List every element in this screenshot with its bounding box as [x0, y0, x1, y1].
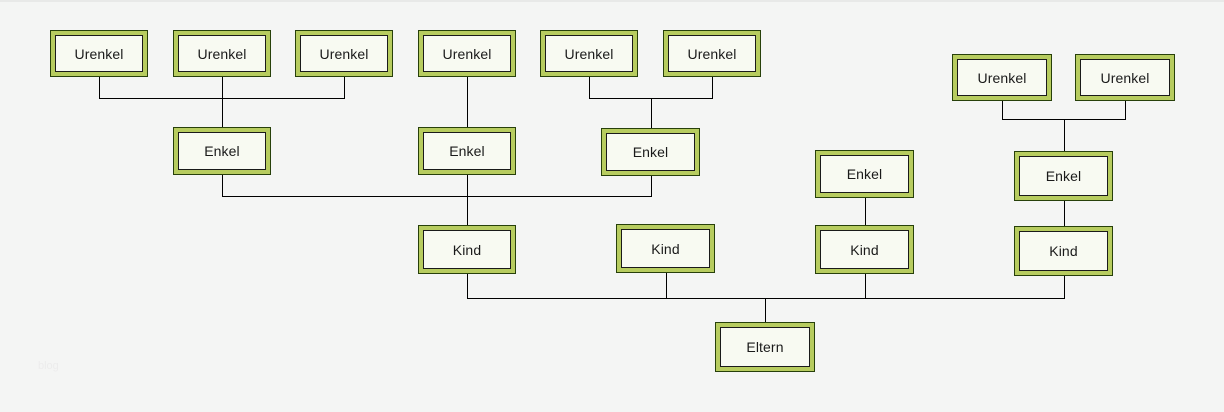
node-u2[interactable]: Urenkel: [173, 30, 271, 77]
node-label-e5: Enkel: [1045, 168, 1082, 184]
connector-enkel3-drop: [651, 98, 652, 128]
node-inner-k3: Kind: [820, 230, 909, 269]
connector-e2-stem: [467, 175, 468, 225]
connector-eltern-drop: [765, 298, 766, 322]
connector-u7-stem: [1002, 101, 1003, 119]
node-e1[interactable]: Enkel: [173, 127, 271, 175]
node-p1[interactable]: Eltern: [715, 322, 815, 372]
node-inner-u2: Urenkel: [178, 35, 266, 72]
connector-u1-stem: [99, 77, 100, 98]
node-label-k2: Kind: [651, 240, 680, 257]
node-label-e3: Enkel: [632, 144, 669, 160]
node-k2[interactable]: Kind: [616, 224, 715, 273]
node-inner-k1: Kind: [423, 230, 511, 269]
node-inner-u1: Urenkel: [55, 35, 143, 72]
connector-e4-stem: [865, 198, 866, 225]
node-u6[interactable]: Urenkel: [663, 30, 761, 77]
node-u8[interactable]: Urenkel: [1075, 54, 1175, 101]
node-u1[interactable]: Urenkel: [50, 30, 148, 77]
connector-enkel-bus: [222, 196, 652, 197]
node-inner-e5: Enkel: [1019, 156, 1108, 196]
connector-u6-stem: [712, 77, 713, 98]
node-label-u4: Urenkel: [442, 45, 492, 62]
node-inner-e3: Enkel: [606, 133, 695, 171]
connector-u3-stem: [344, 77, 345, 98]
node-u5[interactable]: Urenkel: [540, 30, 638, 77]
node-inner-k2: Kind: [621, 229, 710, 268]
node-inner-e2: Enkel: [423, 132, 511, 170]
node-label-u7: Urenkel: [977, 69, 1027, 86]
node-label-u1: Urenkel: [74, 45, 124, 62]
node-label-k1: Kind: [452, 241, 482, 258]
connector-u5-stem: [589, 77, 590, 98]
node-u3[interactable]: Urenkel: [295, 30, 393, 77]
node-u7[interactable]: Urenkel: [952, 54, 1052, 101]
connector-k2-stem: [666, 273, 667, 298]
connector-k3-stem: [865, 274, 866, 298]
connector-u8-stem: [1125, 101, 1126, 119]
node-label-e1: Enkel: [204, 143, 240, 159]
watermark: blog: [38, 360, 59, 372]
node-k4[interactable]: Kind: [1014, 226, 1113, 276]
connector-urenkel-bus-a: [99, 98, 345, 99]
node-k1[interactable]: Kind: [418, 225, 516, 274]
node-inner-e4: Enkel: [820, 155, 909, 193]
node-e2[interactable]: Enkel: [418, 127, 516, 175]
node-inner-u8: Urenkel: [1080, 59, 1170, 96]
node-e3[interactable]: Enkel: [601, 128, 700, 176]
node-inner-p1: Eltern: [720, 327, 810, 367]
node-label-p1: Eltern: [746, 339, 784, 355]
node-u4[interactable]: Urenkel: [418, 30, 516, 77]
node-e5[interactable]: Enkel: [1014, 151, 1113, 201]
connector-u2-stem: [222, 77, 223, 127]
connector-enkel5-drop: [1064, 119, 1065, 151]
node-label-u5: Urenkel: [564, 45, 614, 62]
connector-k1-stem: [467, 274, 468, 298]
node-label-k4: Kind: [1049, 243, 1078, 259]
node-label-u8: Urenkel: [1100, 69, 1150, 86]
node-label-k3: Kind: [850, 241, 879, 258]
connector-kind-bus: [467, 298, 1065, 299]
connector-k4-stem: [1064, 276, 1065, 298]
connector-e5-stem: [1064, 201, 1065, 226]
node-label-u2: Urenkel: [197, 45, 247, 62]
connector-e1-stem: [222, 175, 223, 196]
node-label-e2: Enkel: [449, 143, 485, 159]
node-label-u3: Urenkel: [319, 45, 369, 62]
node-inner-u6: Urenkel: [668, 35, 756, 72]
node-inner-u4: Urenkel: [423, 35, 511, 72]
connector-e3-stem: [651, 176, 652, 196]
node-e4[interactable]: Enkel: [815, 150, 914, 198]
connector-u4-stem: [467, 77, 468, 127]
node-inner-u3: Urenkel: [300, 35, 388, 72]
node-label-u6: Urenkel: [687, 45, 737, 62]
node-k3[interactable]: Kind: [815, 225, 914, 274]
node-inner-u7: Urenkel: [957, 59, 1047, 96]
node-label-e4: Enkel: [846, 166, 883, 182]
node-inner-k4: Kind: [1019, 231, 1108, 271]
node-inner-u5: Urenkel: [545, 35, 633, 72]
node-inner-e1: Enkel: [178, 132, 266, 170]
